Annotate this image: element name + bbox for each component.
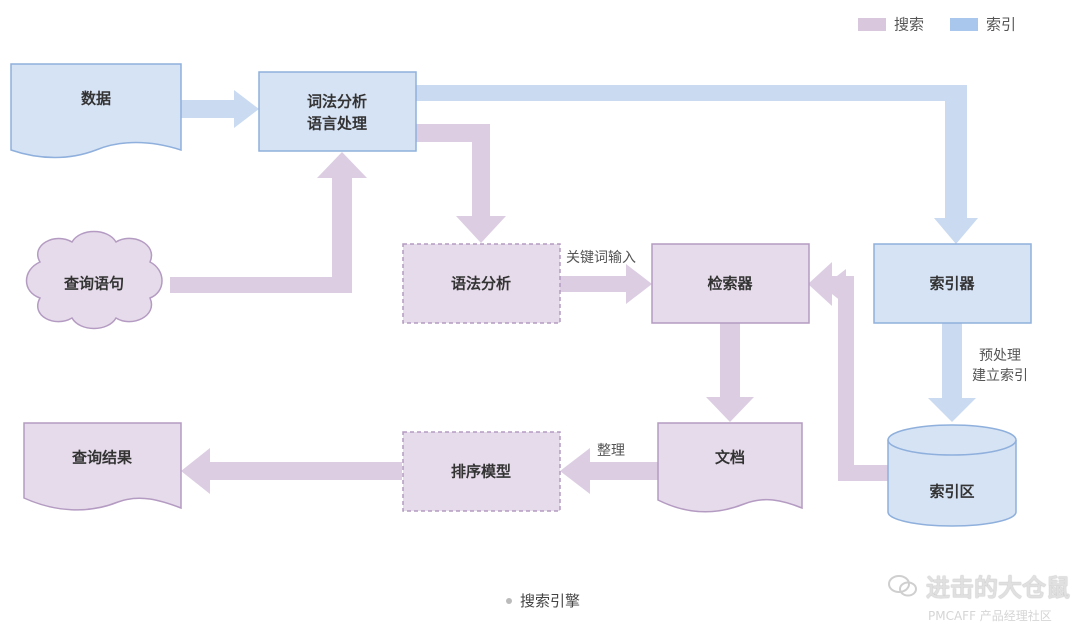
arrow-data-to-lexical	[181, 90, 259, 128]
watermark-name: 进击的大仓鼠	[926, 574, 1070, 602]
node-lexical: 词法分析 语言处理	[258, 71, 417, 152]
legend: 搜索 索引	[858, 16, 1016, 34]
arrow-lexical-to-grammar	[416, 124, 506, 243]
node-ranking: 排序模型	[402, 431, 561, 512]
node-index-area-label: 索引区	[929, 483, 974, 501]
arrow-indexer-to-index-area	[928, 323, 976, 422]
node-ranking-label: 排序模型	[451, 463, 511, 481]
caption-text: 搜索引擎	[520, 592, 581, 610]
arrow-query-to-lexical	[170, 152, 367, 293]
node-result-label: 查询结果	[72, 449, 133, 467]
node-query: 查询语句	[25, 230, 163, 330]
node-searcher-label: 检索器	[707, 275, 753, 293]
watermark-line-1: 进击的大仓鼠	[888, 568, 1070, 603]
edge-label-keyword-input: 关键词输入	[566, 250, 636, 266]
edge-label-organize: 整理	[597, 443, 625, 459]
watermark-line-2: PMCAFF 产品经理社区	[928, 609, 1052, 623]
arrow-head-into-searcher	[808, 262, 854, 306]
node-query-label: 查询语句	[64, 275, 124, 293]
node-indexer-label: 索引器	[929, 275, 975, 293]
node-document-label: 文档	[715, 449, 745, 467]
arrow-lexical-to-indexer	[416, 85, 978, 244]
node-document: 文档	[657, 422, 803, 513]
node-grammar-label: 语法分析	[451, 275, 511, 293]
edge-label-preprocess-2: 建立索引	[972, 367, 1028, 384]
diagram-caption: 搜索引擎	[506, 590, 580, 611]
node-searcher: 检索器	[651, 243, 810, 324]
node-indexer: 索引器	[873, 243, 1032, 324]
arrow-grammar-to-searcher	[560, 264, 652, 304]
legend-index-label: 索引	[986, 16, 1016, 34]
arrow-ranking-to-result	[181, 448, 402, 494]
caption-bullet-icon	[506, 597, 512, 604]
node-index-area: 索引区	[887, 424, 1017, 527]
edge-label-preprocess-1: 预处理	[979, 348, 1021, 364]
node-data: 数据	[10, 63, 182, 159]
wechat-icon	[888, 574, 917, 596]
watermark: 进击的大仓鼠 PMCAFF 产品经理社区	[888, 568, 1070, 624]
legend-search-label: 搜索	[894, 16, 924, 34]
node-result: 查询结果	[23, 422, 182, 511]
node-data-label: 数据	[81, 90, 111, 108]
arrow-searcher-to-document	[706, 323, 754, 422]
node-lexical-label-1: 词法分析	[307, 93, 367, 111]
arrow-document-to-ranking	[560, 448, 658, 494]
node-lexical-label-2: 语言处理	[307, 115, 367, 133]
legend-search-swatch	[858, 18, 886, 31]
legend-index-swatch	[950, 18, 978, 31]
node-grammar: 语法分析	[402, 243, 561, 324]
